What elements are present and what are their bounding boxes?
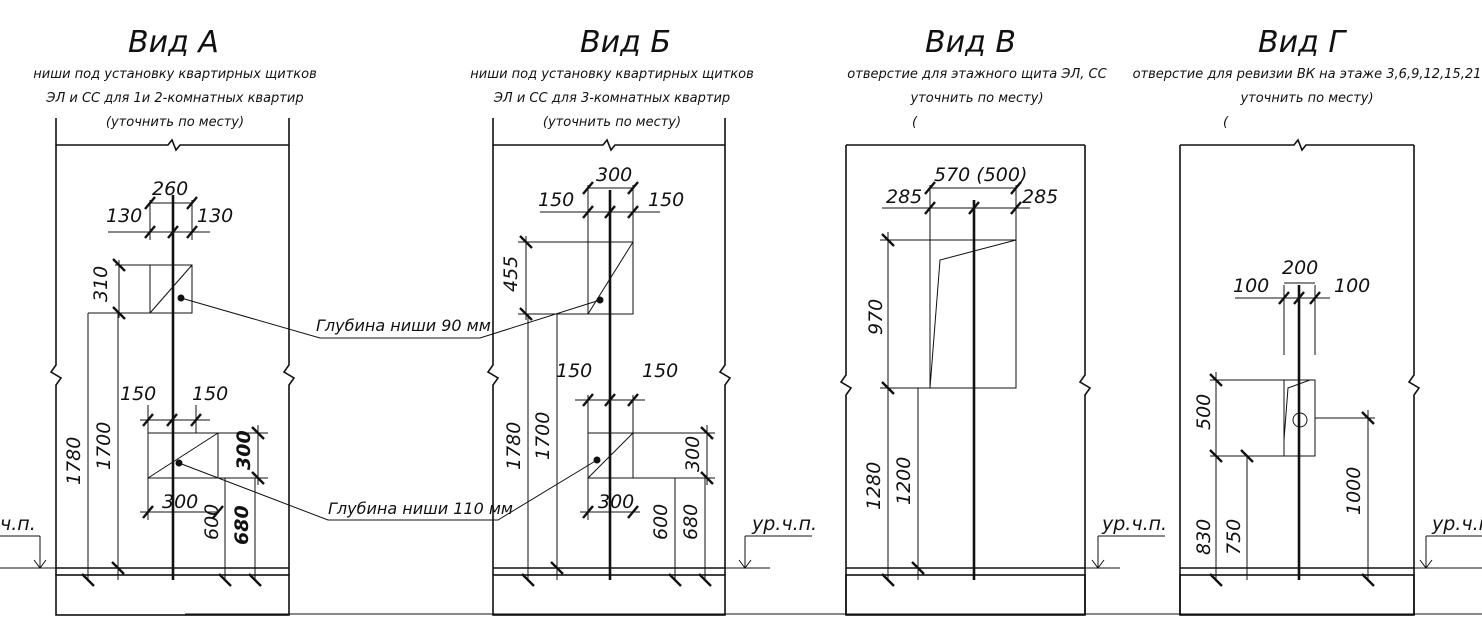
view-a-dim-1700: 1700	[93, 422, 115, 470]
view-g-title: Вид Г	[1258, 25, 1347, 60]
view-v-opening	[929, 239, 1017, 389]
view-b-dim-150-lower-left: 150	[556, 360, 592, 382]
view-b-floor-label: ур.ч.п.	[751, 513, 817, 535]
view-b-dim-680: 680	[680, 504, 702, 540]
view-v-dim-285-left: 285	[886, 186, 922, 208]
view-a-dim-130-left: 130	[106, 205, 142, 227]
view-g-floor-label: ур.ч.п.	[1431, 513, 1482, 535]
view-b-dim-455: 455	[500, 256, 522, 292]
view-a-niche-1	[149, 264, 193, 314]
view-g-dim-100-left: 100	[1233, 275, 1269, 297]
view-g-caption-3: (	[1223, 115, 1229, 130]
view-a-dim-600: 600	[201, 504, 223, 540]
view-v-caption-3: (	[912, 115, 918, 130]
callout-depth-90: Глубина ниши 90 мм	[316, 316, 491, 335]
view-b-dim-150-left: 150	[538, 189, 574, 211]
view-a-dim-680: 680	[231, 505, 253, 545]
view-b-caption-1: ниши под установку квартирных щитков	[470, 67, 754, 82]
view-b-dim-600: 600	[650, 504, 672, 540]
view-v-dim-570: 570 (500)	[934, 164, 1027, 186]
view-v-dim-1200: 1200	[893, 457, 915, 505]
view-a-dim-300-vert: 300	[233, 430, 255, 470]
view-a-dim-1780: 1780	[63, 437, 85, 485]
depth-callouts: Глубина ниши 90 мм Глубина ниши 110 мм	[178, 297, 601, 521]
view-v-caption-1: отверстие для этажного щита ЭЛ, СС	[847, 67, 1107, 82]
view-g-dim-500: 500	[1193, 394, 1215, 430]
view-b-dim-150-lower-right: 150	[642, 360, 678, 382]
view-g-caption-2: уточнить по месту)	[1239, 91, 1373, 106]
view-v-floor-slab	[845, 574, 1086, 616]
view-g-dim-200: 200	[1282, 257, 1318, 279]
left-floor-label: ч.п.	[0, 513, 36, 535]
view-g-dim-100-right: 100	[1334, 275, 1370, 297]
view-a-dim-260: 260	[152, 178, 188, 200]
view-a-dim-150-right: 150	[192, 383, 228, 405]
view-g-dim-1000: 1000	[1343, 467, 1365, 515]
view-b-dim-300-horiz: 300	[598, 491, 634, 513]
view-a-title: Вид А	[128, 25, 219, 60]
view-g-floor-slab	[1179, 574, 1415, 616]
view-g-dim-750: 750	[1223, 519, 1245, 555]
view-g-caption-1: отверстие для ревизии ВК на этаже 3,6,9,…	[1133, 67, 1482, 82]
view-b-dim-300-vert: 300	[682, 436, 704, 472]
view-a: Вид А ниши под установку квартирных щитк…	[0, 25, 317, 616]
view-b-dim-150-right: 150	[648, 189, 684, 211]
callout-depth-110: Глубина ниши 110 мм	[328, 499, 513, 518]
view-a-floor-slab	[55, 574, 290, 616]
view-a-caption-3: (уточнить по месту)	[106, 115, 244, 130]
view-v-dim-285-right: 285	[1022, 186, 1058, 208]
view-a-dim-130-right: 130	[197, 205, 233, 227]
view-b-niche-2	[587, 432, 634, 479]
view-v-title: Вид В	[925, 25, 1016, 60]
view-v-dim-970: 970	[865, 299, 887, 335]
view-v: Вид В отверстие для этажного щита ЭЛ, СС…	[839, 25, 1167, 616]
view-v-floor-label: ур.ч.п.	[1101, 513, 1167, 535]
view-b-caption-2: ЭЛ и СС для 3-комнатных квартир	[493, 91, 730, 106]
view-a-caption-1: ниши под установку квартирных щитков	[33, 67, 317, 82]
view-a-dim-300-horiz: 300	[162, 491, 198, 513]
view-v-caption-2: уточнить по месту)	[909, 91, 1043, 106]
view-b-dim-1700: 1700	[532, 412, 554, 460]
view-a-dim-150-left: 150	[120, 383, 156, 405]
view-a-caption-2: ЭЛ и СС для 1и 2-комнатных квартир	[45, 91, 303, 106]
view-b: Вид Б ниши под установку квартирных щитк…	[470, 25, 817, 616]
view-b-caption-3: (уточнить по месту)	[543, 115, 681, 130]
view-v-dim-1280: 1280	[863, 462, 885, 510]
view-a-dim-310: 310	[90, 266, 112, 302]
view-a-niche-2	[147, 432, 219, 479]
view-g: Вид Г отверстие для ревизии ВК на этаже …	[1133, 25, 1482, 616]
view-b-dim-300-top: 300	[596, 164, 632, 186]
view-g-dim-830: 830	[1193, 519, 1215, 555]
view-b-title: Вид Б	[580, 25, 671, 60]
view-b-dim-1780: 1780	[503, 422, 525, 470]
view-b-niche-1	[587, 241, 634, 315]
